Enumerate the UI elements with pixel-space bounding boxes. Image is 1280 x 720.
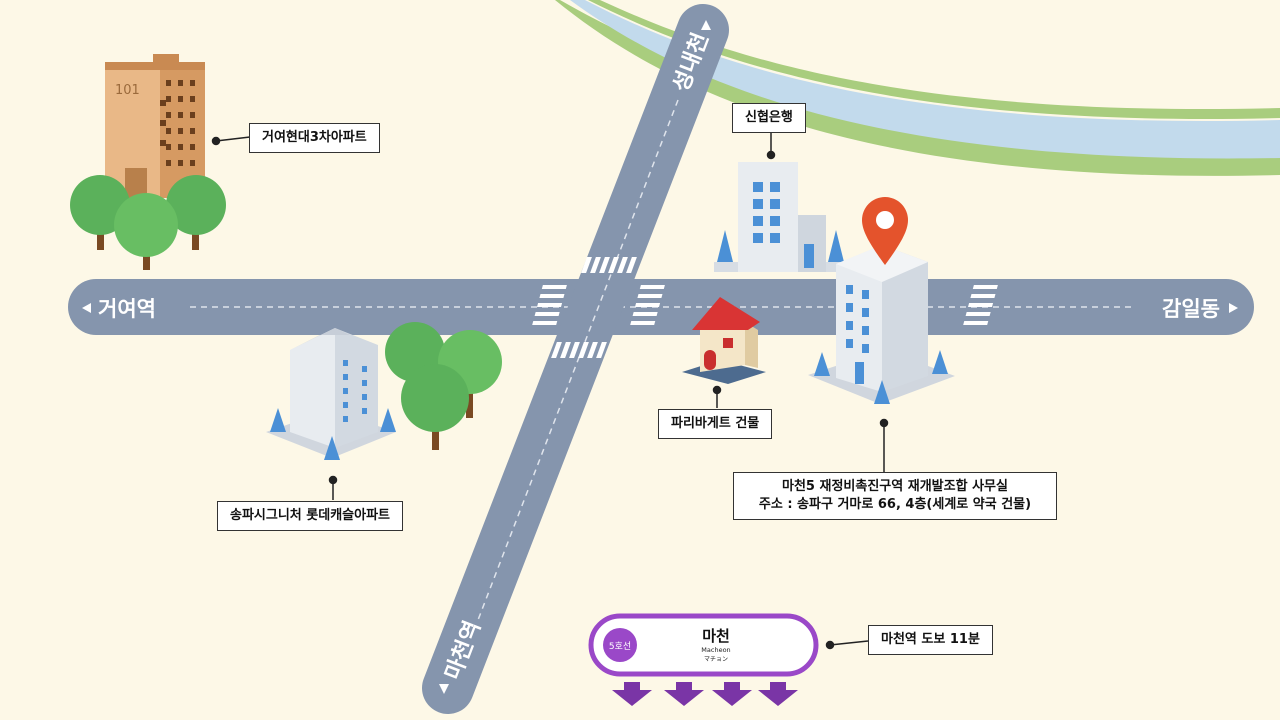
crosswalks — [532, 257, 998, 358]
line-badge — [603, 628, 637, 662]
trees-topleft-icon — [70, 175, 226, 270]
station-name-jp-text: マチョン — [704, 656, 728, 663]
down-arrow-icon — [712, 682, 752, 706]
arrow-left-icon — [82, 303, 91, 313]
apartment-songpa-icon — [266, 328, 396, 460]
road-west-text: 거여역 — [98, 297, 156, 321]
label-station-walk: 마천역 도보 11분 — [868, 625, 993, 655]
label-bakery: 파리바게트 건물 — [658, 409, 773, 439]
down-arrow-icon — [612, 682, 652, 706]
callout-connectors — [211, 133, 889, 650]
road-label-west: 거여역 — [82, 297, 156, 321]
label-bank: 신협은행 — [732, 103, 806, 133]
main-road-diagonal — [422, 4, 729, 714]
road-east-text: 감일동 — [1162, 297, 1220, 321]
station-name-text: 마천 — [702, 627, 730, 645]
office-tower-icon — [808, 245, 955, 404]
station-sign: 5호선 마천 Macheon マチョン — [588, 613, 819, 677]
location-pin-icon — [862, 197, 908, 265]
label-apt-songpa: 송파시그니처 롯데캐슬아파트 — [217, 501, 404, 531]
exit-arrows — [612, 682, 798, 706]
label-office: 마천5 재정비촉진구역 재개발조합 사무실 주소 : 송파구 거마로 66, 4… — [733, 472, 1057, 520]
arrow-right-icon — [1229, 303, 1238, 313]
label-apt-geoyeo: 거여현대3차아파트 — [249, 123, 380, 153]
down-arrow-icon — [664, 682, 704, 706]
bank-building-icon — [714, 162, 844, 272]
arrow-down-icon — [439, 684, 449, 694]
station-name-en-text: Macheon — [701, 646, 730, 654]
office-address: 주소 : 송파구 거마로 66, 4층(세계로 약국 건물) — [758, 497, 1032, 512]
road-label-east: 감일동 — [1162, 297, 1238, 321]
down-arrow-icon — [758, 682, 798, 706]
line-number-text: 5호선 — [609, 641, 631, 652]
office-name: 마천5 재정비촉진구역 재개발조합 사무실 — [782, 479, 1008, 494]
arrow-up-icon — [701, 20, 711, 30]
building-number: 101 — [115, 83, 140, 98]
bakery-house-icon — [682, 297, 766, 384]
trees-center-icon — [385, 322, 502, 450]
main-road-horizontal — [68, 279, 1254, 335]
